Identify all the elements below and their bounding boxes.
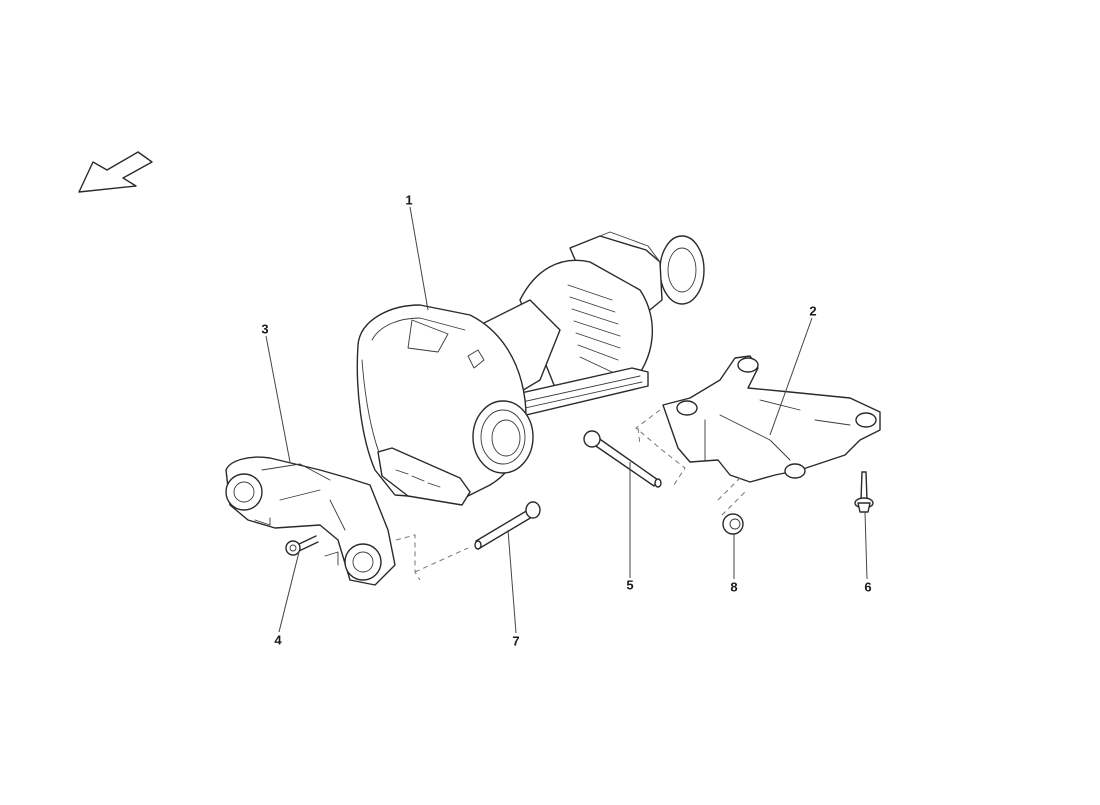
differential-housing[interactable]	[356, 231, 705, 506]
callout-4[interactable]: 4	[274, 632, 282, 648]
flange-bolt[interactable]	[854, 471, 874, 513]
bolt-7[interactable]	[474, 501, 541, 550]
arrow-down-left-icon	[78, 151, 153, 193]
callout-7[interactable]: 7	[512, 633, 520, 649]
leader-lines	[265, 206, 868, 634]
callout-8[interactable]: 8	[730, 579, 738, 595]
callout-5[interactable]: 5	[626, 577, 634, 593]
callout-2[interactable]: 2	[809, 303, 817, 319]
right-mounting-bracket[interactable]	[662, 355, 881, 483]
small-bolt[interactable]	[285, 535, 319, 556]
callout-6[interactable]: 6	[864, 579, 872, 595]
callout-3[interactable]: 3	[261, 321, 269, 337]
long-bolt[interactable]	[583, 430, 662, 488]
nut[interactable]	[722, 513, 744, 535]
callout-1[interactable]: 1	[405, 192, 413, 208]
left-mounting-bracket[interactable]	[225, 456, 396, 586]
assembly-dashed-lines	[395, 409, 746, 581]
